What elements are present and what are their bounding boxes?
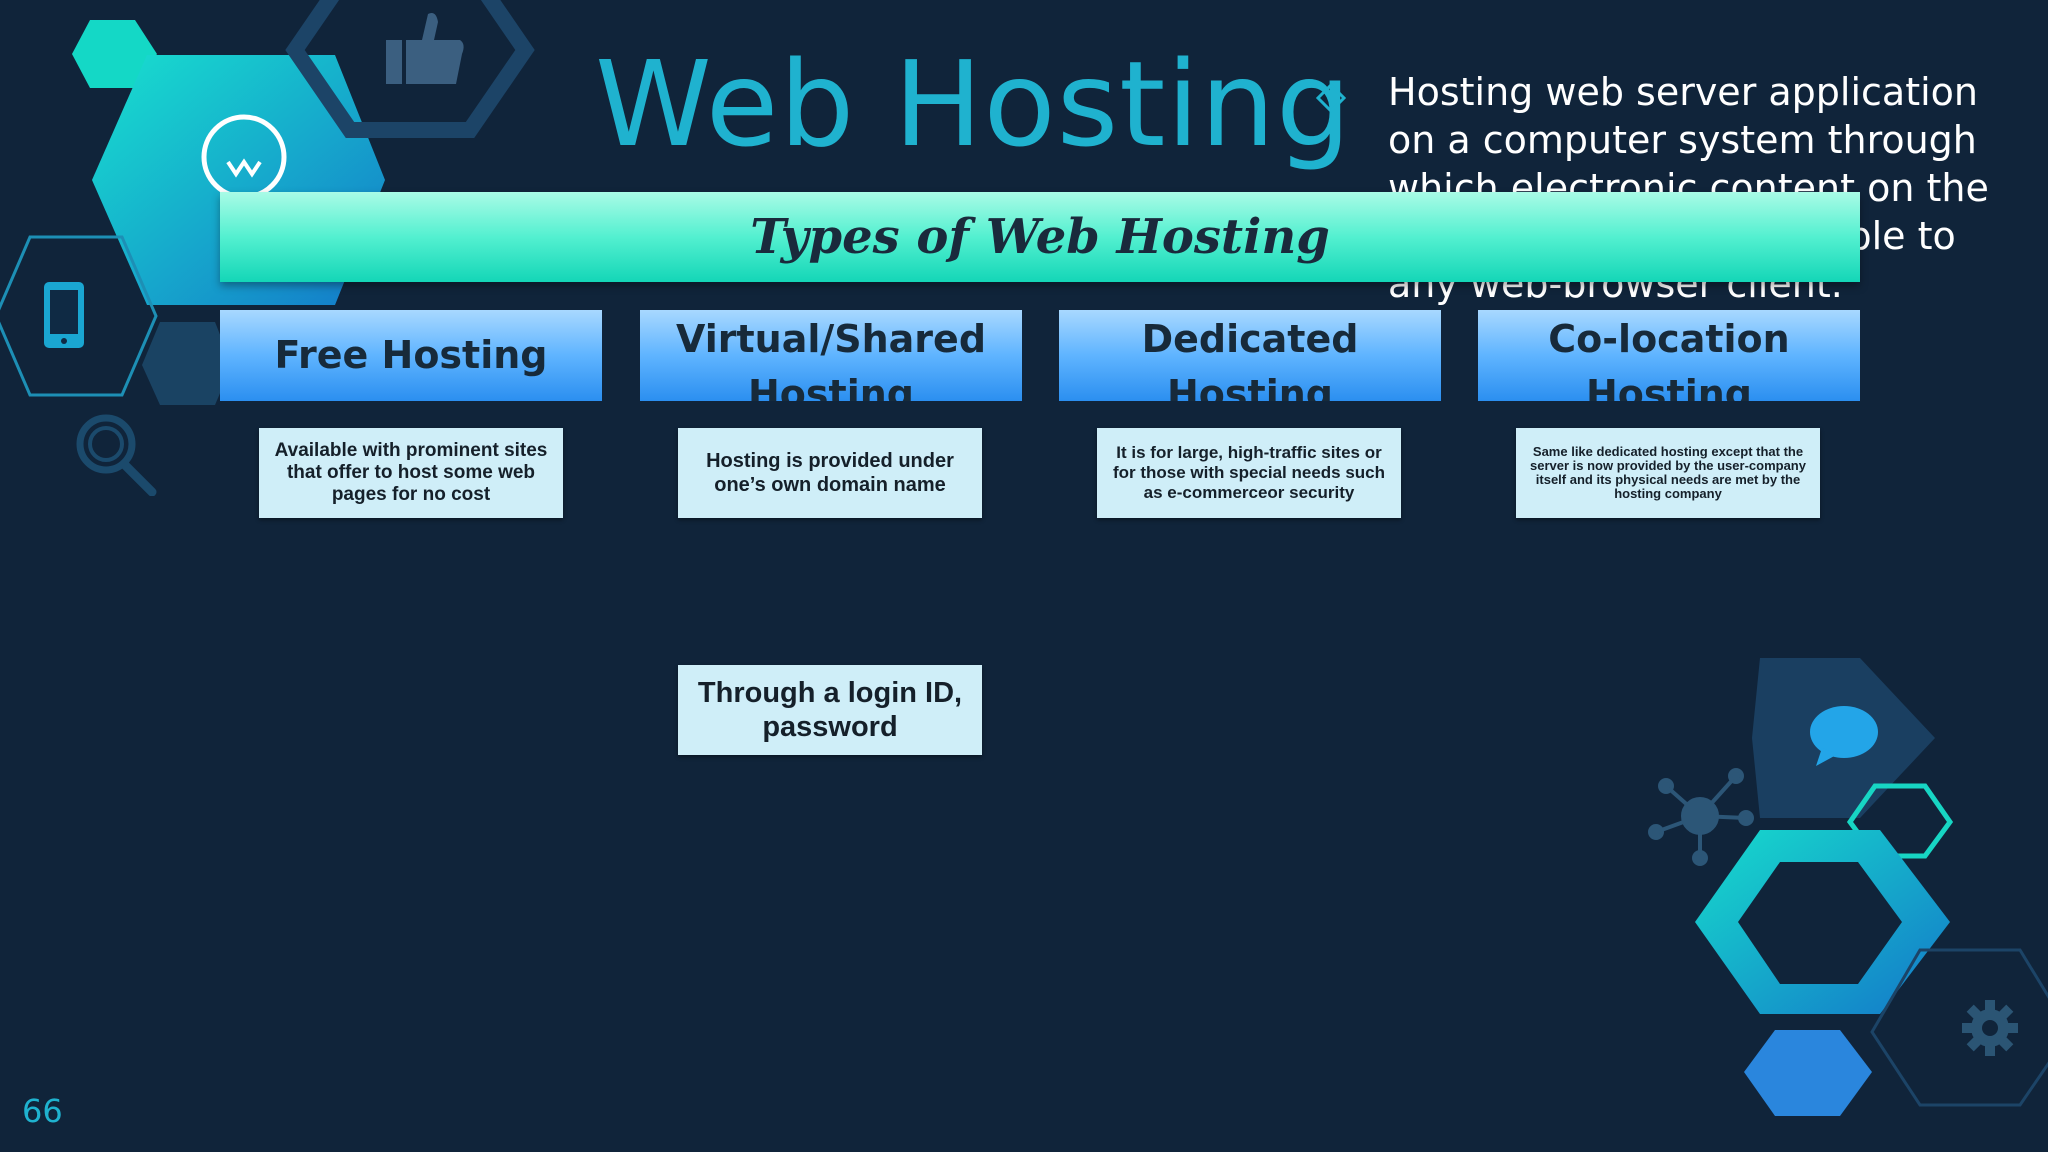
header-label: Dedicated Hosting [1141, 316, 1359, 402]
desc-text: It is for large, high-traffic sites or f… [1112, 443, 1386, 502]
desc-free-hosting: Available with prominent sites that offe… [259, 428, 563, 518]
header-virtual-shared-hosting: Virtual/Shared Hosting [640, 310, 1022, 401]
smartphone-icon [44, 282, 84, 348]
header-dedicated-hosting: Dedicated Hosting [1059, 310, 1441, 401]
header-label: Co-location Hosting [1548, 316, 1790, 402]
types-banner: Types of Web Hosting [220, 192, 1860, 282]
header-label: Virtual/Shared Hosting [675, 316, 987, 402]
page-title: Web Hosting [595, 35, 1352, 173]
login-text: Through a login ID, password [697, 677, 963, 743]
page-number: 66 [22, 1092, 63, 1130]
login-box: Through a login ID, password [678, 665, 982, 755]
desc-dedicated-hosting: It is for large, high-traffic sites or f… [1097, 428, 1401, 518]
diamond-bullet-icon [1316, 83, 1346, 113]
network-icon [1648, 768, 1754, 866]
gear-icon [1962, 1000, 2018, 1056]
magnifier-icon [76, 414, 157, 496]
header-free-hosting: Free Hosting [220, 310, 602, 401]
desc-virtual-shared-hosting: Hosting is provided under one’s own doma… [678, 428, 982, 518]
desc-text: Hosting is provided under one’s own doma… [706, 450, 954, 496]
desc-text: Available with prominent sites that offe… [274, 440, 548, 505]
thumbs-up-icon [386, 13, 464, 84]
desc-text: Same like dedicated hosting except that … [1530, 444, 1806, 501]
header-label: Free Hosting [274, 333, 548, 377]
desc-co-location-hosting: Same like dedicated hosting except that … [1516, 428, 1820, 518]
banner-title: Types of Web Hosting [750, 209, 1330, 265]
chat-bubble-icon [1810, 706, 1878, 766]
header-co-location-hosting: Co-location Hosting [1478, 310, 1860, 401]
